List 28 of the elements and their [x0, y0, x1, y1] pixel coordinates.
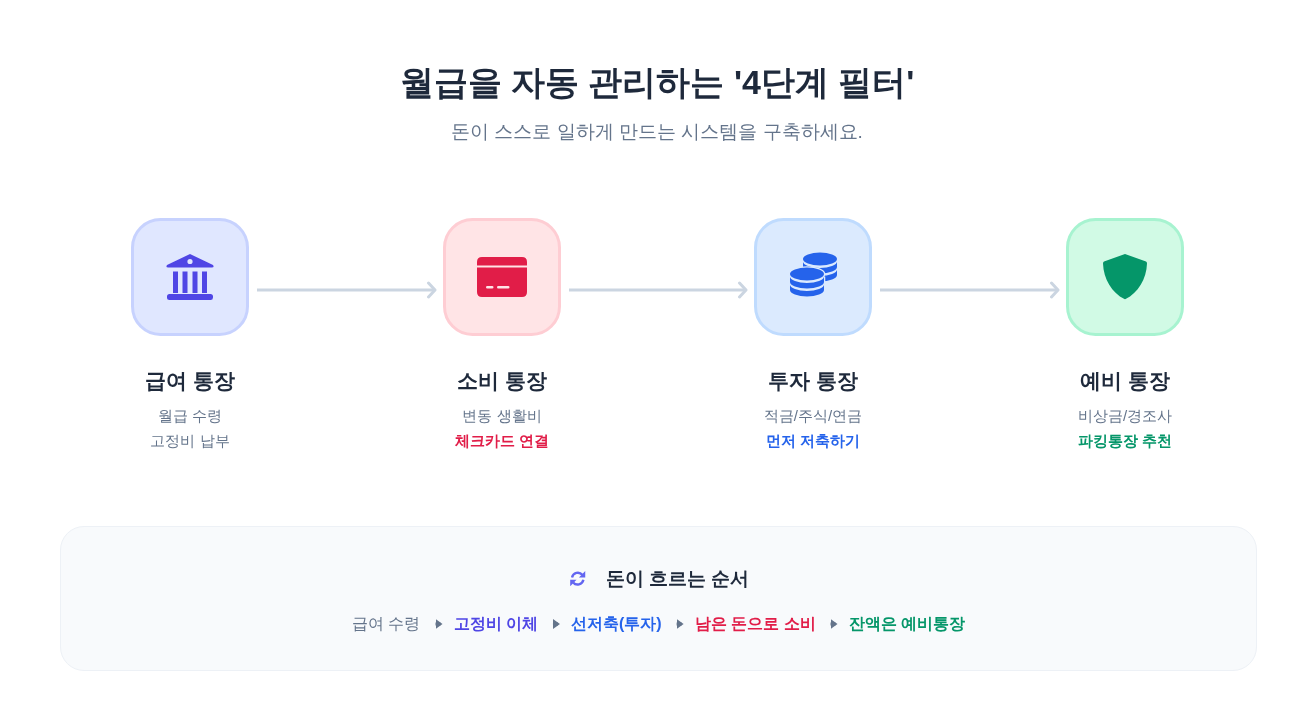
flow-step: 잔액은 예비통장: [848, 615, 965, 632]
step-tip: 체크카드 연결: [454, 431, 550, 451]
flow-heading: 돈이 흐르는 순서: [605, 567, 750, 591]
arrow: [435, 619, 443, 629]
flow-step: 급여 수령: [352, 615, 421, 632]
arrow: [552, 619, 560, 629]
step-title: 투자 통장: [768, 367, 858, 394]
step-tip: 파킹통장 추천: [1077, 431, 1173, 451]
step-title: 급여 통장: [145, 367, 235, 394]
step-description: 월급 수령: [157, 406, 223, 426]
step-title: 소비 통장: [457, 367, 547, 394]
step-description: 적금/주식/연금: [763, 406, 863, 426]
step-description: 비상금/경조사: [1077, 406, 1173, 426]
flow-card: [60, 526, 1257, 671]
flow-step: 고정비 이체: [453, 615, 538, 632]
page-title: 월급을 자동 관리하는 '4단계 필터': [399, 61, 915, 103]
step-tip: 먼저 저축하기: [765, 431, 861, 451]
subtitle: 돈이 스스로 일하게 만드는 시스템을 구축하세요.: [451, 120, 863, 144]
arrow: [569, 281, 748, 299]
step-description: 고정비 납부: [150, 431, 230, 451]
flow-step: 선저축(투자): [570, 615, 662, 632]
arrow: [676, 619, 684, 629]
step-title: 예비 통장: [1080, 367, 1170, 394]
flow-step: 남은 돈으로 소비: [694, 615, 816, 632]
arrow: [880, 281, 1060, 299]
arrow: [830, 619, 838, 629]
arrow: [257, 281, 437, 299]
step-description: 변동 생활비: [462, 406, 542, 426]
